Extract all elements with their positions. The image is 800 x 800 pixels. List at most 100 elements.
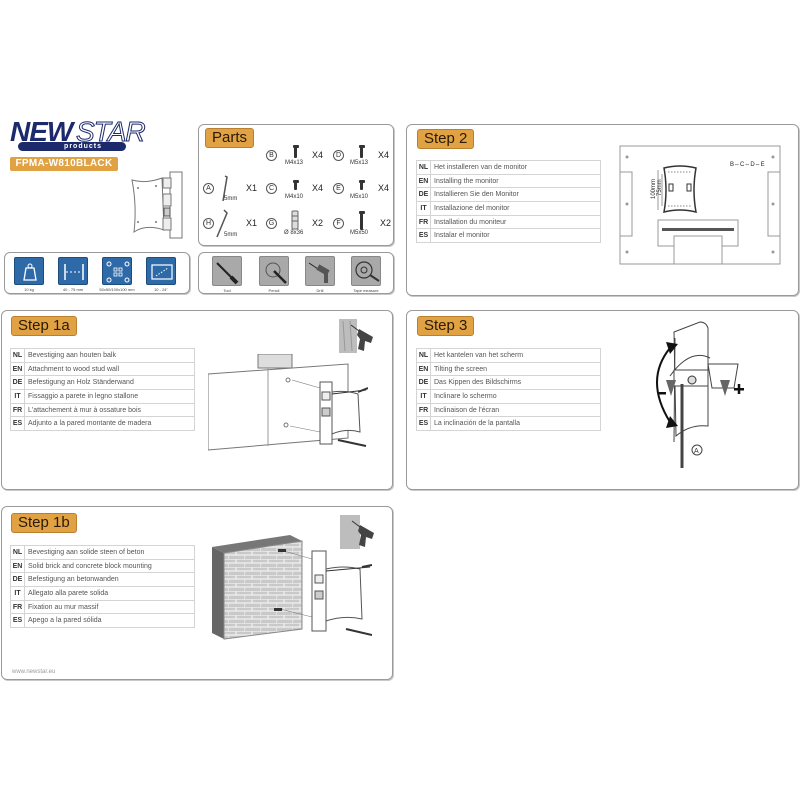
spec-label-distance: 40 - 75 mm <box>62 287 84 292</box>
brand-logo: NEW STAR products <box>10 116 146 158</box>
svg-text:B⇔C⇔D⇔E: B⇔C⇔D⇔E <box>730 162 765 168</box>
lang-text: Adjunto a la pared montante de madera <box>24 416 195 432</box>
tilt-diagram: A <box>656 321 744 468</box>
svg-text:100mm: 100mm <box>651 179 657 199</box>
lang-text: Apego a la pared sólida <box>24 613 195 629</box>
lang-text: Bevestiging aan houten balk <box>24 348 195 363</box>
lang-code: ES <box>10 416 25 432</box>
part-letter-g: G <box>266 218 277 229</box>
lang-code: EN <box>416 361 431 377</box>
weight-icon <box>14 257 44 285</box>
part-letter-h: H <box>203 218 214 229</box>
part-size-d: M5x13 <box>350 160 369 166</box>
lang-code: EN <box>416 173 431 189</box>
lang-code: FR <box>416 214 431 230</box>
step3-title: Step 3 <box>417 316 475 336</box>
part-qty-e: X4 <box>378 183 390 193</box>
screw-icon <box>358 145 365 158</box>
spec-label-vesa: 50x50/100x100 mm <box>99 287 135 292</box>
lang-code: EN <box>10 558 25 574</box>
lang-text: Fixation au mur massif <box>24 599 195 615</box>
svg-text:75mm: 75mm <box>657 179 663 196</box>
part-letter-d: D <box>333 150 344 161</box>
part-qty-a: X1 <box>246 183 258 193</box>
part-size-g: Ø 8x36 <box>284 230 304 236</box>
lang-text: Bevestiging aan solide steen of beton <box>24 545 195 560</box>
part-letter-f: F <box>333 218 344 229</box>
lang-text: Solid brick and concrete block mounting <box>24 558 195 574</box>
lang-text: Installieren Sie den Monitor <box>430 187 601 203</box>
part-qty-g: X2 <box>312 218 324 228</box>
lang-code: FR <box>416 402 431 418</box>
logo-text-new: NEW <box>10 116 73 147</box>
part-letter-b: B <box>266 150 277 161</box>
lang-code: NL <box>416 348 431 363</box>
allen-key-icon <box>222 175 228 202</box>
lang-text: Installazione del monitor <box>430 201 601 216</box>
lang-code: IT <box>10 586 25 601</box>
lang-text: Allegato alla parete solida <box>24 586 195 601</box>
lang-code: ES <box>416 416 431 432</box>
tool-label-tape-measure: Tape measure <box>353 288 379 293</box>
model-number-badge: FPMA-W810BLACK <box>10 157 118 171</box>
lang-code: DE <box>416 375 431 391</box>
step1b-title: Step 1b <box>11 513 77 533</box>
lang-text: Installing the monitor <box>430 173 601 189</box>
part-qty-d: X4 <box>378 150 390 160</box>
lang-text: Instalar el monitor <box>430 228 601 244</box>
drill-on-concrete-icon <box>340 515 374 549</box>
wood-stud-wall-diagram <box>208 354 368 451</box>
lang-text: Installation du moniteur <box>430 214 601 230</box>
parts-title: Parts <box>205 128 255 148</box>
svg-text:A: A <box>694 448 699 455</box>
lang-code: FR <box>10 402 25 418</box>
lang-text: La inclinación de la pantalla <box>430 416 601 432</box>
product-bracket-illustration <box>131 171 183 239</box>
tool-label-pencil: Pencil <box>268 288 280 293</box>
lang-text: Das Kippen des Bildschirms <box>430 375 601 391</box>
footer-website-url: www.newstar.eu <box>12 669 56 675</box>
wall-plug-icon <box>291 210 299 230</box>
drill-on-wood-icon <box>339 319 373 353</box>
lang-code: IT <box>10 389 25 404</box>
lang-code: ES <box>10 613 25 629</box>
lang-text: Befestigung an Holz Ständerwand <box>24 375 195 391</box>
part-size-e: M5x10 <box>350 194 369 200</box>
lang-code: DE <box>10 375 25 391</box>
monitor-back-diagram: 100mm 75mm B⇔C⇔D⇔E <box>619 145 781 265</box>
vesa-pattern-icon <box>102 257 132 285</box>
allen-key-icon <box>216 209 228 238</box>
lang-text: Befestigung an betonwanden <box>24 572 195 588</box>
part-letter-a: A <box>203 183 214 194</box>
part-qty-h: X1 <box>246 218 258 228</box>
part-qty-b: X4 <box>312 150 324 160</box>
lang-text: L'attachement à mur à ossature bois <box>24 402 195 418</box>
part-size-f: M5x50 <box>350 230 369 236</box>
lang-code: IT <box>416 201 431 216</box>
part-size-h: 5mm <box>224 232 238 238</box>
screw-icon <box>358 211 365 230</box>
lang-code: NL <box>10 545 25 560</box>
tape-measure-icon <box>351 256 381 286</box>
lang-text: Tilting the screen <box>430 361 601 377</box>
lang-code: IT <box>416 389 431 404</box>
part-size-a: 5mm <box>224 196 238 202</box>
